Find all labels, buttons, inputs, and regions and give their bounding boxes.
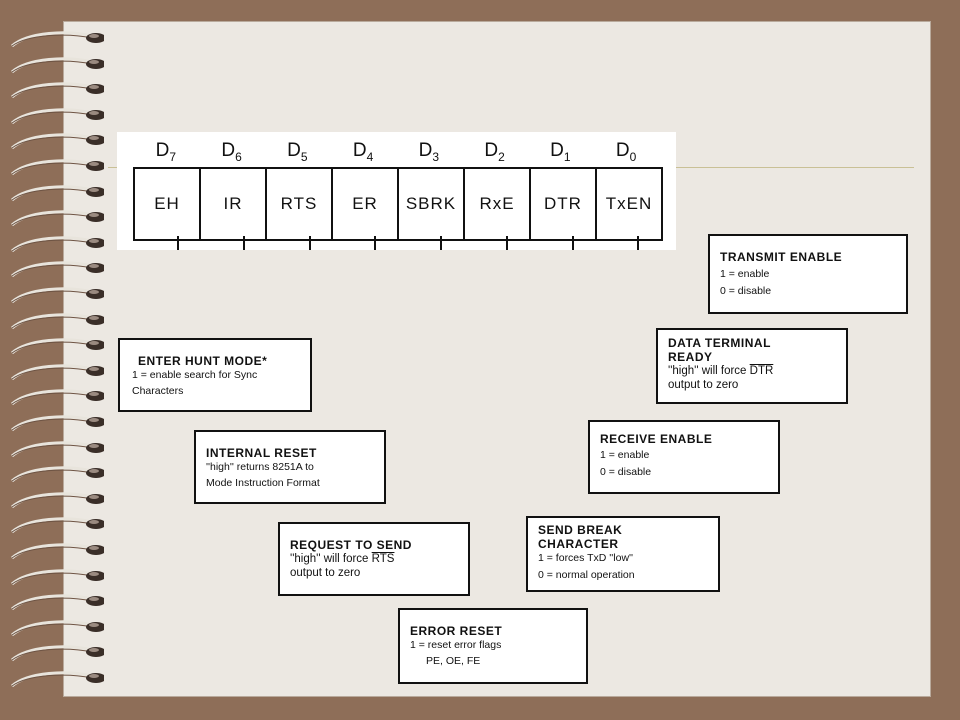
enter-hunt-mode-box: ENTER HUNT MODE* 1 = enable search for S… [118, 338, 312, 412]
leader-tick-d4 [374, 236, 377, 250]
send-break-line1: 1 = forces TxD ''low'' [538, 552, 634, 564]
rts-line1: ''high'' will force RTS [290, 553, 395, 565]
bit-label-d4: D4 [352, 140, 374, 164]
send-break-title-line1: SEND BREAK [538, 523, 623, 537]
error-reset-line1: 1 = reset error flags [410, 639, 502, 651]
hunt-mode-line2: Characters [132, 385, 184, 397]
leader-tick-d7 [177, 236, 179, 250]
leader-tick-d3 [440, 236, 442, 250]
rts-title: REQUEST TO SEND [290, 538, 412, 552]
dtr-title-line1: DATA TERMINAL [668, 336, 771, 350]
transmit-enable-line2: 0 = disable [720, 285, 772, 297]
binding-coil [8, 337, 104, 357]
bit-label-d0: D0 [615, 140, 637, 164]
dtr-line2: output to zero [668, 379, 739, 391]
dtr-title-line2: READY [668, 350, 713, 364]
binding-coil [8, 56, 104, 76]
internal-reset-line1: ''high'' returns 8251A to [206, 461, 314, 473]
binding-coil [8, 132, 104, 152]
bit-label-d5: D5 [287, 140, 308, 164]
hunt-mode-line1: 1 = enable search for Sync [132, 369, 258, 381]
cell-d5: RTS [267, 169, 333, 239]
internal-reset-title: INTERNAL RESET [206, 446, 317, 460]
receive-enable-box: RECEIVE ENABLE 1 = enable 0 = disable [588, 420, 780, 494]
transmit-enable-title: TRANSMIT ENABLE [720, 250, 843, 264]
binding-coil [8, 286, 104, 306]
binding-coil [8, 235, 104, 255]
binding-coil [8, 516, 104, 536]
cell-d3: SBRK [399, 169, 465, 239]
command-register-diagram: D7 D6 D5 D4 D3 D2 D1 D0 EH IR RTS ER SBRK RxE D… [117, 132, 676, 250]
binding-coil [8, 465, 104, 485]
cell-d4: ER [333, 169, 399, 239]
bit-label-d7: D7 [155, 140, 177, 164]
bit-label-d2: D2 [484, 140, 505, 164]
leader-tick-d6 [242, 236, 245, 250]
register-cells: EH IR RTS ER SBRK RxE DTR TxEN [133, 167, 663, 241]
cell-d0: TxEN [605, 194, 653, 213]
receive-enable-line2: 0 = disable [600, 466, 652, 478]
binding-coil [8, 30, 104, 50]
dtr-line1: ''high'' will force DTR [668, 365, 774, 377]
binding-coil [8, 491, 104, 511]
leader-tick-d5 [308, 236, 311, 250]
binding-coil [8, 363, 104, 383]
cell-d1: DTR [531, 169, 597, 239]
rts-line2: output to zero [290, 567, 361, 579]
receive-enable-title: RECEIVE ENABLE [600, 432, 713, 446]
binding-coil [8, 260, 104, 280]
error-reset-line2: PE, OE, FE [426, 655, 481, 667]
binding-coil [8, 593, 104, 613]
internal-reset-box: INTERNAL RESET ''high'' returns 8251A to… [194, 430, 386, 504]
binding-coil [8, 158, 104, 178]
bit-label-d3: D3 [418, 140, 440, 164]
send-break-title-line2: CHARACTER [538, 537, 619, 551]
receive-enable-line1: 1 = enable [600, 449, 650, 461]
bit-label-d6: D6 [221, 140, 242, 164]
error-reset-title: ERROR RESET [410, 624, 503, 638]
error-reset-box: ERROR RESET 1 = reset error flags PE, OE… [398, 608, 588, 684]
binding-coil [8, 568, 104, 588]
data-terminal-ready-box: DATA TERMINAL READY ''high'' will force … [656, 328, 848, 404]
binding-coil [8, 81, 104, 101]
binding-coil [8, 107, 104, 127]
binding-coil [8, 440, 104, 460]
binding-coil [8, 619, 104, 639]
cell-d2: RxE [465, 169, 531, 239]
request-to-send-box: REQUEST TO SEND ''high'' will force RTS … [278, 522, 470, 596]
binding-coil [8, 414, 104, 434]
cell-d6: IR [201, 169, 267, 239]
send-break-box: SEND BREAK CHARACTER 1 = forces TxD ''lo… [526, 516, 720, 592]
binding-coil [8, 388, 104, 408]
transmit-enable-box: TRANSMIT ENABLE 1 = enable 0 = disable [708, 234, 908, 314]
send-break-line2: 0 = normal operation [538, 569, 635, 581]
binding-coil [8, 312, 104, 332]
binding-coil [8, 644, 104, 664]
leader-tick-d2 [505, 236, 508, 250]
binding-coil [8, 184, 104, 204]
binding-coil [8, 670, 104, 690]
binding-coil [8, 542, 104, 562]
binding-coil [8, 209, 104, 229]
bit-label-d1: D1 [550, 140, 571, 164]
hunt-mode-title: ENTER HUNT MODE* [138, 354, 268, 368]
transmit-enable-line1: 1 = enable [720, 268, 770, 280]
internal-reset-line2: Mode Instruction Format [206, 477, 320, 489]
leader-tick-d1 [571, 236, 574, 250]
cell-d7: EH [135, 169, 201, 239]
leader-tick-d0 [637, 236, 640, 250]
